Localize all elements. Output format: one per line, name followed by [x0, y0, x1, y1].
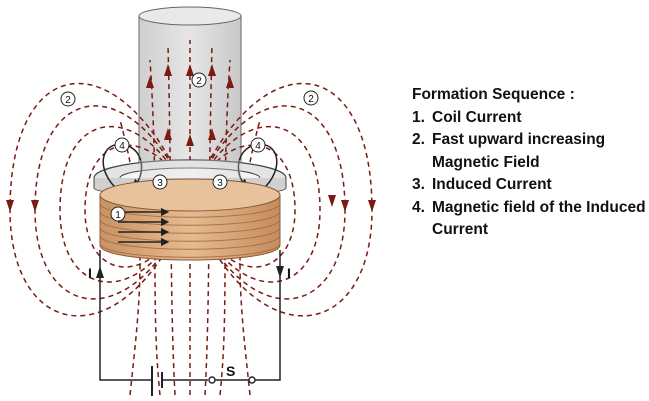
legend-item: 2. Fast upward increasing Magnetic Field [412, 129, 646, 174]
legend-item-text: Magnetic field of the Induced Current [432, 198, 646, 239]
legend-item-text: Fast upward increasing Magnetic Field [432, 131, 606, 171]
marker-label: 1 [115, 210, 121, 221]
marker-magnetic-field-top: 2 [191, 72, 207, 88]
current-label-left: I [88, 265, 92, 281]
legend-item-number: 4. [412, 198, 425, 216]
marker-label: 4 [119, 141, 125, 152]
battery [151, 366, 163, 396]
switch [208, 376, 256, 384]
legend-item: 1. Coil Current [412, 107, 646, 130]
legend-item-text: Coil Current [432, 108, 522, 126]
coil [99, 178, 281, 261]
field-arrows [6, 64, 376, 212]
marker-magnetic-field-right: 2 [303, 90, 319, 106]
current-label-right: I [287, 265, 291, 281]
current-arrow-left [96, 266, 104, 278]
marker-induced-field-left: 4 [114, 137, 130, 153]
marker-magnetic-field-left: 2 [60, 91, 76, 107]
legend-item-text: Induced Current [432, 176, 552, 193]
marker-induced-current-left: 3 [152, 174, 168, 190]
circuit-wires [99, 250, 281, 381]
legend-item: 3. Induced Current [412, 174, 646, 197]
legend-item-number: 2. [412, 131, 425, 148]
legend-item-number: 1. [412, 108, 425, 126]
marker-induced-field-right: 4 [250, 137, 266, 153]
formation-sequence-legend: Formation Sequence : 1. Coil Current 2. … [412, 84, 646, 242]
coil-current-arrows [118, 207, 170, 247]
marker-label: 3 [217, 178, 223, 189]
marker-label: 2 [308, 94, 314, 105]
marker-induced-current-right: 3 [212, 174, 228, 190]
marker-label: 4 [255, 141, 261, 152]
marker-label: 2 [65, 95, 71, 106]
legend-item-number: 3. [412, 176, 425, 193]
switch-label: S [226, 363, 235, 379]
marker-label: 2 [196, 76, 202, 87]
legend-item: 4. Magnetic field of the Induced Current [412, 197, 646, 242]
marker-label: 3 [157, 178, 163, 189]
current-arrow-right [276, 266, 284, 278]
marker-coil-current: 1 [110, 206, 126, 222]
legend-title: Formation Sequence : [412, 86, 575, 103]
